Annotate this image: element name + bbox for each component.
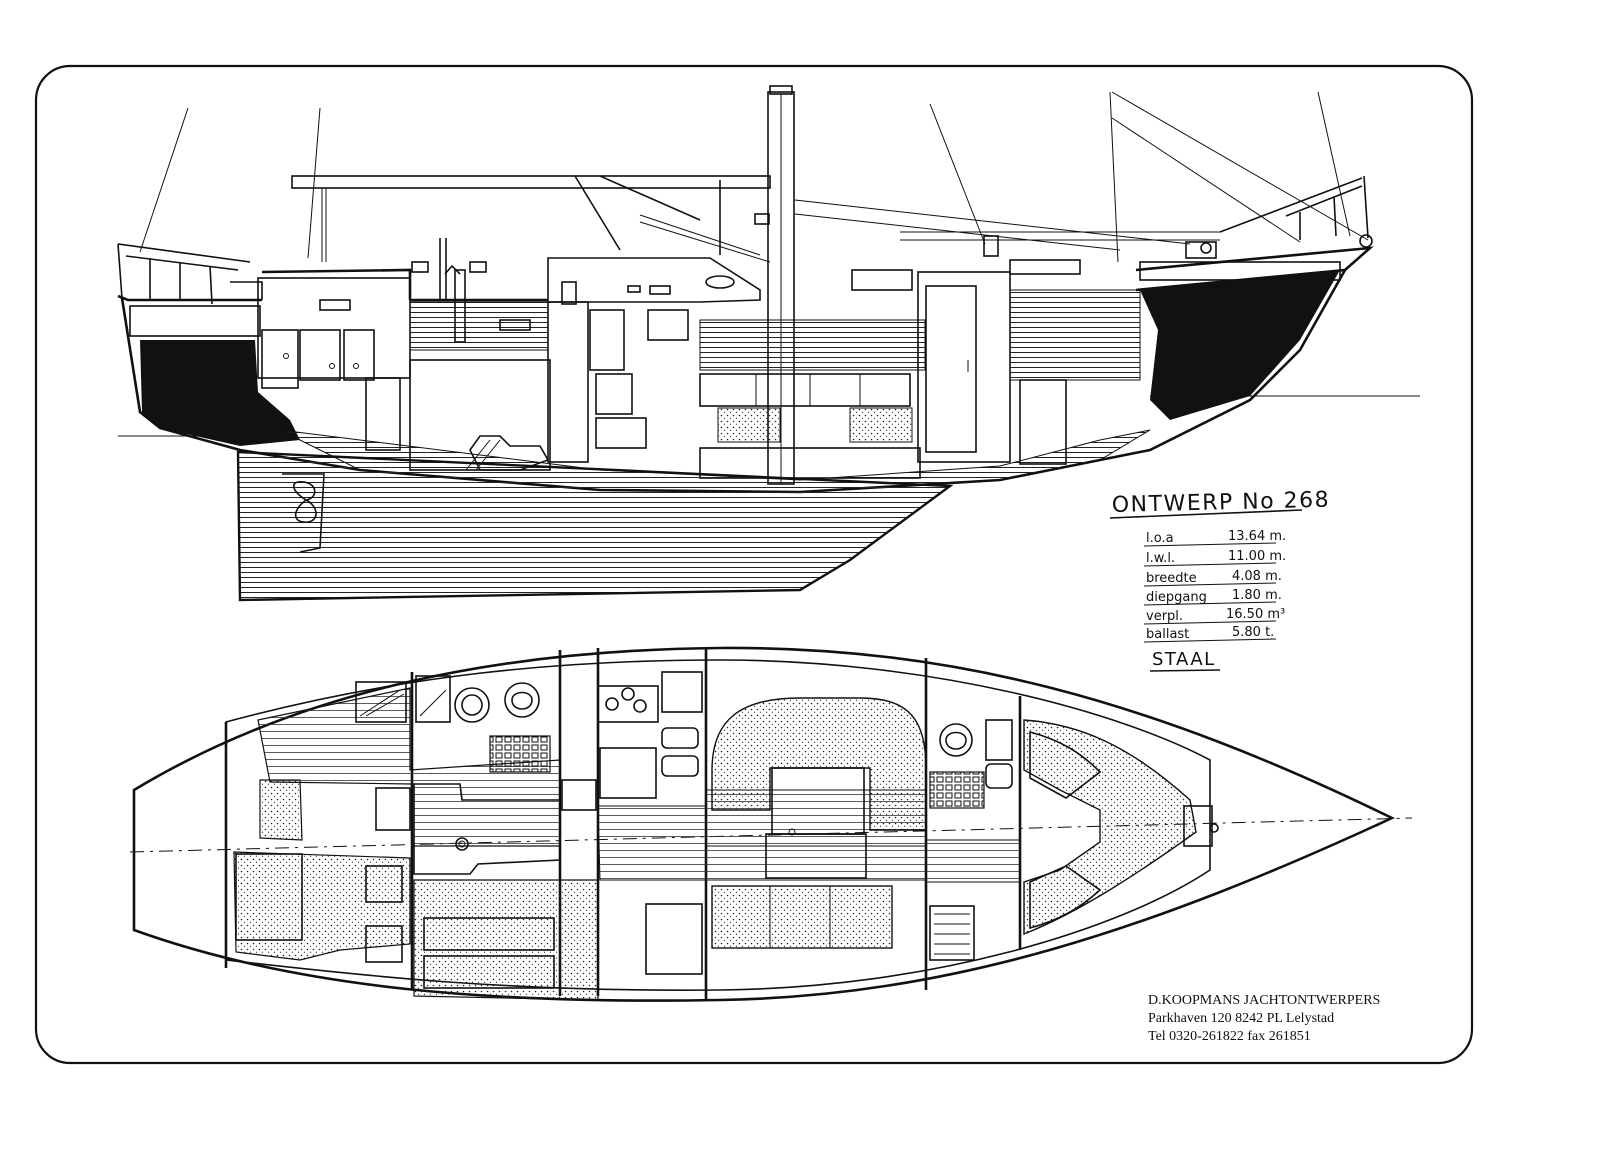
side-elevation [117, 85, 1420, 602]
saloon-settee [711, 697, 927, 831]
winches [411, 238, 487, 343]
keel [236, 450, 954, 602]
bow-pulpit [900, 175, 1373, 259]
spec-value-breedte: 4.08 m. [1232, 569, 1282, 584]
spec-label-verpl: verpl. [1146, 609, 1183, 624]
stern-pulpit [117, 243, 263, 305]
stern-ballast [140, 340, 300, 446]
spec-label-breedte: breedte [1146, 571, 1197, 586]
floor-grating-aft [489, 735, 551, 773]
floor-grating-forward [929, 771, 985, 809]
designer-block: D.KOOPMANS JACHTONTWERPERS Parkhaven 120… [1148, 993, 1380, 1044]
specifications-block: ONTWERP No 268 l.o.a 13.64 m. l.w.l. 11.… [1109, 488, 1330, 672]
designer-name: D.KOOPMANS JACHTONTWERPERS [1148, 993, 1380, 1008]
v-berth [1023, 719, 1197, 936]
spec-value-ballast: 5.80 t. [1232, 625, 1274, 640]
forward-cabin [851, 235, 1081, 465]
designer-phone: Tel 0320-261822 fax 261851 [1148, 1029, 1311, 1044]
spec-value-diepgang: 1.80 m. [1232, 588, 1282, 603]
spec-label-lwl: l.w.l. [1146, 551, 1175, 566]
deckhouse [547, 257, 921, 479]
material-label: STAAL [1152, 649, 1216, 670]
spec-label-diepgang: diepgang [1146, 590, 1207, 605]
spec-value-loa: 13.64 m. [1228, 529, 1286, 544]
designer-address: Parkhaven 120 8242 PL Lelystad [1148, 1011, 1334, 1026]
spec-label-loa: l.o.a [1146, 531, 1174, 546]
plan-view [129, 646, 1413, 1002]
bow-ballast [1140, 270, 1340, 420]
spec-value-lwl: 11.00 m. [1228, 549, 1286, 564]
saloon-settee-starboard [711, 885, 893, 949]
spec-value-verpl: 16.50 m³ [1226, 607, 1285, 622]
sheet-border [34, 64, 1474, 1065]
spec-label-ballast: ballast [1146, 627, 1189, 642]
